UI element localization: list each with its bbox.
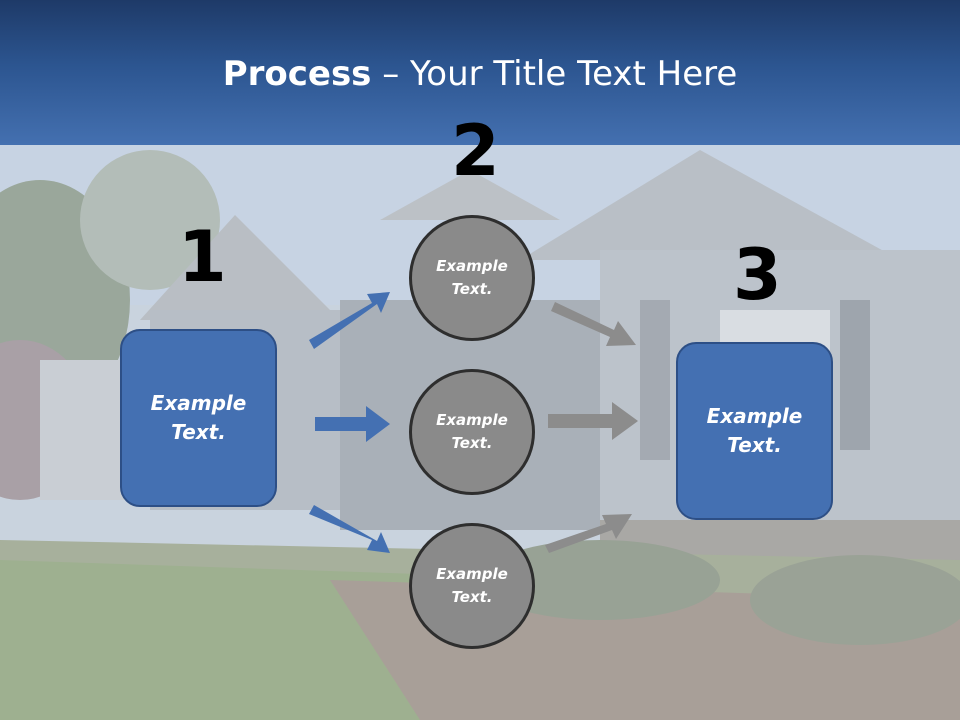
step-number-3: 3 [733,234,782,316]
end-box-line2: Text. [727,433,782,457]
circle-top-line2: Text. [451,280,493,298]
circle-middle-line1: Example [436,411,508,429]
start-box-line1: Example [150,391,247,415]
process-circle-middle: Example Text. [409,369,535,495]
process-circle-top: Example Text. [409,215,535,341]
start-box-line2: Text. [171,420,226,444]
process-circle-bottom: Example Text. [409,523,535,649]
title-bold: Process [222,54,372,94]
circle-top-line1: Example [436,257,508,275]
step-number-2: 2 [451,110,500,192]
end-box-line1: Example [706,404,803,428]
step-number-1: 1 [178,216,227,298]
title-rest: – Your Title Text Here [371,54,738,94]
circle-bottom-line1: Example [436,565,508,583]
slide-title: Process – Your Title Text Here [0,52,960,96]
circle-middle-line2: Text. [451,434,493,452]
title-banner [0,0,960,145]
circle-bottom-line2: Text. [451,588,493,606]
start-box: Example Text. [120,329,277,507]
end-box: Example Text. [676,342,833,520]
